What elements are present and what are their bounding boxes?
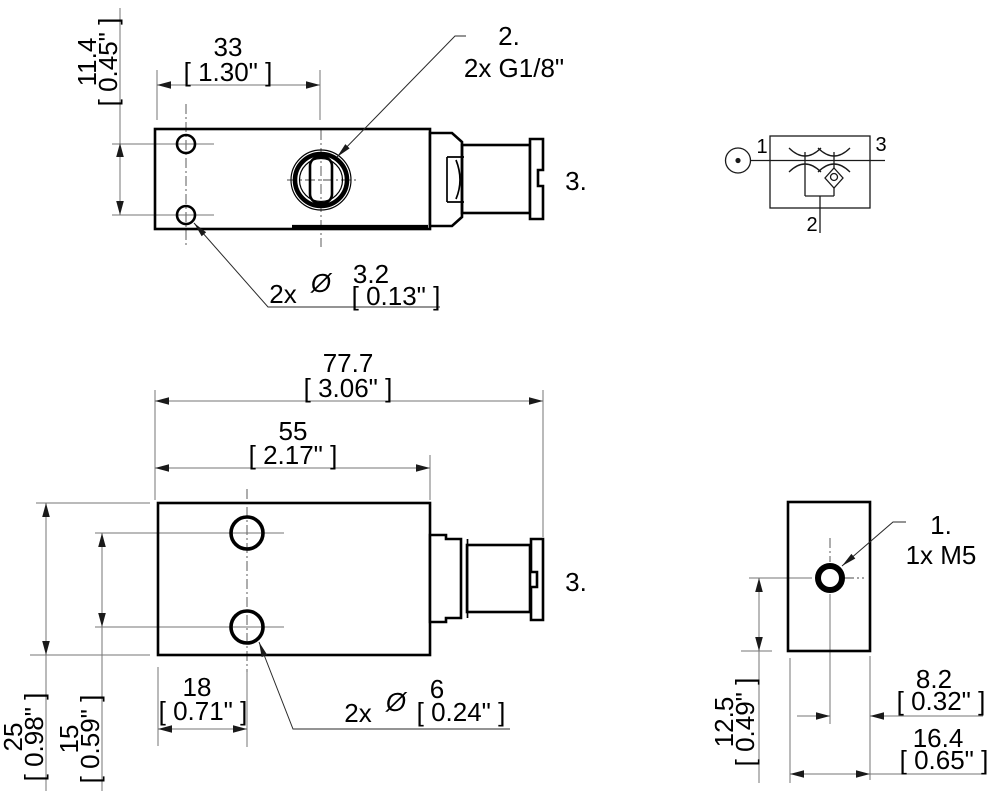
side-view-body-outline (786, 500, 872, 653)
nozzle-arcs-lower (788, 163, 851, 173)
vacuum-line (804, 173, 835, 233)
front-view: 77.7 [ 3.06" ] 55 [ 2.17" ] 25 [ 0.98" ]… (0, 348, 587, 791)
hole-leader-line (193, 222, 440, 308)
dim-77-7-mm: 77.7 (323, 348, 374, 378)
schematic-port-3: 3 (875, 134, 886, 156)
hole-callout-inch: [ 0.13" ] (352, 281, 441, 311)
fitting-label: 3. (565, 166, 587, 196)
fitting-collar (428, 533, 463, 624)
port-outer-circle (290, 149, 352, 211)
fitting-end-flange (528, 137, 545, 221)
port-callout-spec: 2x G1/8" (464, 53, 564, 83)
dim-11-4-mm: 11.4 (72, 38, 102, 87)
mounting-hole (175, 204, 197, 226)
side-view: 1. 1x M5 12.5 [ 0.49" ] 8.2 [ 0.32" ] 16… (709, 500, 989, 783)
dim-12-5-inch: [ 0.49" ] (730, 678, 760, 767)
dim-8-2-inch: [ 0.32" ] (897, 686, 986, 716)
dim-16-4-inch: [ 0.65" ] (900, 745, 989, 775)
dim-18-mm: 18 (183, 672, 212, 702)
dim-12-5-mm: 12.5 (709, 697, 739, 748)
fitting-label: 3. (565, 567, 587, 597)
check-valve-icon (824, 167, 844, 189)
fitting-collar-detail (446, 156, 464, 203)
dim-11-4-inch: [ 0.45" ] (93, 18, 123, 107)
front-view-body-outline (156, 501, 432, 657)
fitting-collar (428, 131, 464, 228)
diameter-icon: Ø (385, 687, 408, 717)
port-thread-ring (292, 151, 350, 209)
hole-callout-count: 2x (269, 279, 296, 309)
dim-55-inch: [ 2.17" ] (249, 440, 338, 470)
m5-thread-hole (815, 563, 845, 593)
dim-16-4-mm: 16.4 (913, 723, 964, 753)
dim-33-inch: [ 1.30" ] (184, 57, 273, 87)
mounting-hole (175, 133, 197, 155)
fitting-end-flange (529, 537, 545, 622)
pressure-source-dot (735, 157, 741, 164)
mounting-hole (229, 515, 265, 551)
hole-callout-inch: [ 0.24" ] (417, 697, 506, 727)
dim-25-mm: 25 (0, 723, 28, 752)
dim-55-mm: 55 (279, 416, 308, 446)
thread-callout-index: 1. (930, 510, 952, 540)
mounting-hole (229, 609, 265, 645)
dim-8-2-mm: 8.2 (916, 664, 952, 694)
fitting-barrel (460, 143, 532, 215)
nozzle-arcs-upper (788, 147, 851, 157)
nozzle-ticks (804, 152, 835, 173)
dim-15-inch: [ 0.59" ] (75, 695, 105, 784)
schematic-port-2: 2 (806, 214, 817, 236)
schematic-port-1: 1 (756, 136, 767, 158)
hole-leader-line (258, 641, 510, 730)
port-callout-index: 2. (498, 21, 520, 51)
check-valve-ball (829, 172, 839, 182)
dim-18-inch: [ 0.71" ] (159, 696, 248, 726)
thread-leader-line (841, 521, 906, 567)
top-view: 33 [ 1.30" ] 11.4 [ 0.45" ] 2. 2x G1/8" … (72, 8, 587, 311)
dim-15-mm: 15 (54, 725, 84, 754)
hole-callout-mm: 6 (430, 674, 444, 704)
hole-callout-count: 2x (344, 698, 371, 728)
port-inner-circle (298, 157, 344, 203)
dim-33-mm: 33 (214, 32, 243, 62)
fitting-barrel (465, 543, 532, 614)
diameter-icon: Ø (310, 268, 333, 298)
port-leader-line (336, 35, 466, 158)
dim-77-7-inch: [ 3.06" ] (304, 373, 393, 403)
dim-25-inch: [ 0.98" ] (19, 693, 49, 782)
port-slot (308, 155, 334, 205)
hole-callout-mm: 3.2 (353, 259, 389, 289)
pneumatic-schematic: 1 3 2 (724, 134, 887, 236)
thread-callout-spec: 1x M5 (906, 540, 977, 570)
